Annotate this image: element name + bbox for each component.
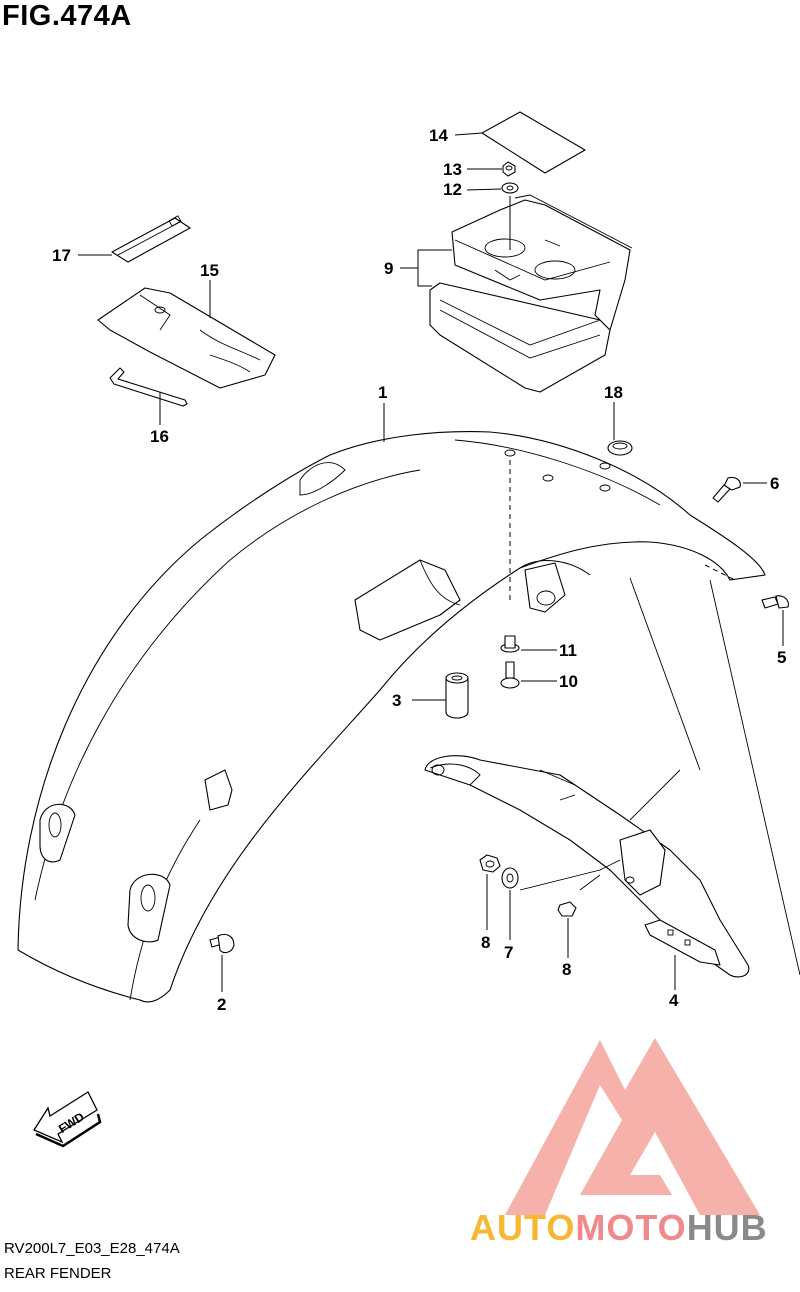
callout-3: 3	[392, 691, 401, 710]
diagram-caption: REAR FENDER	[4, 1265, 112, 1282]
part-17-strap	[111, 215, 191, 263]
part-16-hex-key	[109, 367, 188, 407]
callout-4: 4	[669, 991, 679, 1010]
part-5-screw	[761, 595, 789, 609]
leader-lines	[78, 132, 784, 992]
part-7-washer	[501, 867, 519, 889]
callout-18: 18	[604, 383, 623, 402]
part-6-screw	[712, 476, 741, 503]
part-14-pad	[481, 111, 586, 174]
part-10-bolt	[500, 661, 520, 689]
part-9-tray	[429, 194, 633, 393]
callout-13: 13	[443, 160, 462, 179]
part-2-bolt	[209, 933, 235, 954]
callout-labels: 1 2 3 4 5 6 7 8 8 9 10 11 12 13 14 15 16…	[52, 126, 786, 1014]
callout-9: 9	[384, 259, 393, 278]
callout-5: 5	[777, 648, 786, 667]
callout-8b: 8	[562, 960, 571, 979]
callout-17: 17	[52, 246, 71, 265]
watermark-logo	[505, 1038, 760, 1215]
callout-14: 14	[429, 126, 448, 145]
watermark-logo-shape	[505, 1038, 760, 1215]
callout-7: 7	[504, 943, 513, 962]
diagram-code: RV200L7_E03_E28_474A	[4, 1240, 180, 1257]
watermark-auto: AUTO	[470, 1207, 575, 1248]
callout-2: 2	[217, 995, 226, 1014]
fwd-arrow-icon: FWD	[33, 1091, 102, 1148]
watermark-hub: HUB	[687, 1207, 768, 1248]
callout-1: 1	[378, 383, 387, 402]
part-4-lower-bracket	[424, 755, 750, 978]
callout-12: 12	[443, 180, 462, 199]
callout-10: 10	[559, 672, 578, 691]
callout-15: 15	[200, 261, 219, 280]
part-8a-nut	[479, 854, 501, 873]
part-15-tool-bag	[97, 287, 276, 389]
part-3-collar	[445, 672, 469, 719]
part-13-nut	[502, 161, 516, 177]
part-8b-nut	[557, 901, 577, 917]
figure-title: FIG.474A	[2, 0, 132, 32]
callout-11: 11	[559, 641, 577, 660]
callout-8a: 8	[481, 933, 490, 952]
callout-6: 6	[770, 474, 779, 493]
watermark-wordmark: AUTOMOTOHUB	[470, 1207, 768, 1248]
callout-16: 16	[150, 427, 169, 446]
part-11-bolt	[500, 635, 520, 653]
part-18-grommet	[607, 440, 633, 456]
part-12-washer	[501, 182, 519, 194]
watermark-moto: MOTO	[575, 1207, 686, 1248]
part-1-rear-fender	[17, 431, 800, 1003]
svg-text:AUTOMOTOHUB: AUTOMOTOHUB	[470, 1207, 768, 1248]
